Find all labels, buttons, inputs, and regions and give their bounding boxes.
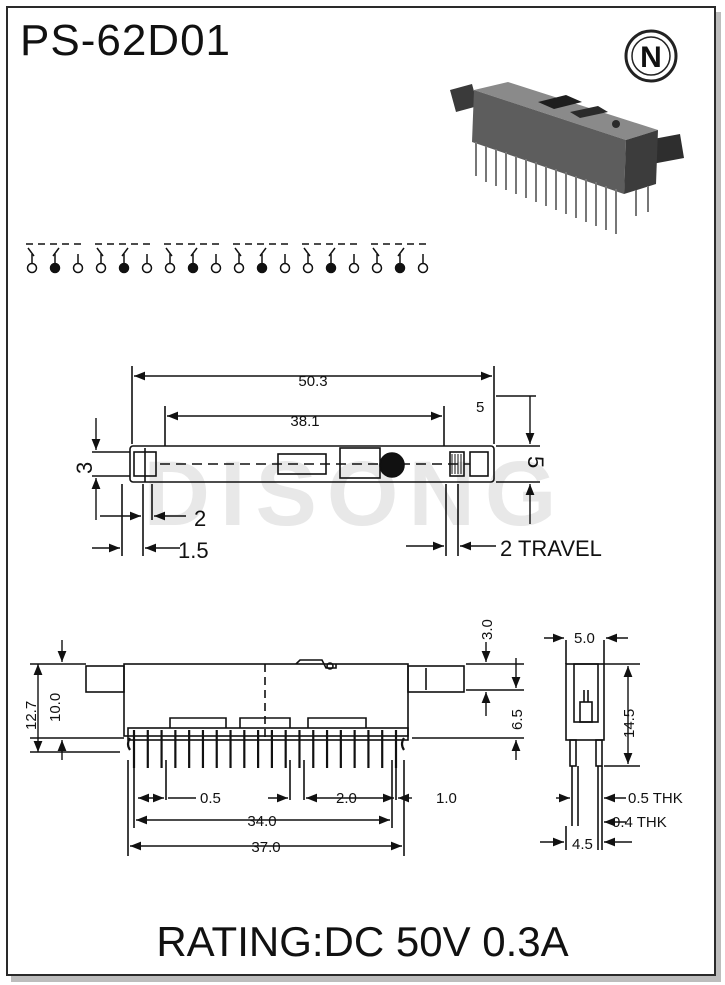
dim-overall-length: 50.3	[298, 373, 327, 390]
contact-schematic	[26, 243, 429, 274]
switch-contact	[26, 262, 38, 274]
contact-arm	[96, 247, 129, 257]
switch-contact	[72, 262, 84, 274]
dim-pitch-small: 2	[194, 506, 206, 531]
common-contact	[49, 262, 61, 274]
switch-contact	[141, 262, 153, 274]
common-contact	[325, 262, 337, 274]
dim-travel: 2 TRAVEL	[500, 536, 602, 561]
switch-contact	[210, 262, 222, 274]
dim-pin-span-top: 38.1	[290, 413, 319, 430]
common-contact	[187, 262, 199, 274]
dim-pin-span: 34.0	[247, 813, 276, 830]
contact-arm	[27, 247, 60, 257]
side-view-dimensions	[540, 633, 633, 847]
dim-overall-height: 12.7	[23, 701, 40, 730]
dim-thickness-1: 0.5 THK	[628, 790, 683, 807]
dim-pin-pitch: 2.0	[336, 790, 357, 807]
part-number-title: PS-62D01	[20, 16, 232, 65]
front-view-pins	[126, 730, 405, 768]
dim-pin-length: 6.5	[509, 709, 526, 730]
switch-contact	[348, 262, 360, 274]
dim-body-height: 10.0	[47, 693, 64, 722]
contact-arm	[165, 247, 198, 257]
dim-side-width: 5.0	[574, 630, 595, 647]
dim-pin-width: 0.5	[200, 790, 221, 807]
contact-arm	[234, 247, 267, 257]
front-view-dimensions	[33, 640, 521, 851]
common-contact	[394, 262, 406, 274]
dim-side-height: 14.5	[621, 709, 638, 738]
watermark-text: DISONG	[144, 443, 567, 545]
common-contact	[256, 262, 268, 274]
contact-arm	[372, 247, 405, 257]
dim-height-left: 3	[72, 462, 97, 474]
dim-top-gap: 3.0	[479, 619, 496, 640]
product-photo	[450, 82, 684, 234]
rating-label: RATING:DC 50V 0.3A	[156, 918, 569, 965]
side-view	[565, 640, 640, 850]
dim-overall-width: 37.0	[251, 839, 280, 856]
top-view-dimensions	[91, 371, 536, 553]
mounting-hook	[126, 737, 131, 751]
switch-contact	[95, 262, 107, 274]
switch-contact	[164, 262, 176, 274]
switch-contact	[371, 262, 383, 274]
front-view	[30, 659, 524, 856]
switch-contact	[279, 262, 291, 274]
logo-letter: N	[640, 41, 662, 74]
dim-height-right: 5	[523, 456, 548, 468]
mounting-hook	[400, 737, 405, 751]
dim-edge-offset: 1.5	[178, 538, 209, 563]
brand-logo: N	[624, 29, 678, 83]
switch-contact	[233, 262, 245, 274]
dim-right-offset: 5	[476, 399, 484, 416]
dim-pin-offset: 1.0	[436, 790, 457, 807]
switch-contact	[417, 262, 429, 274]
dim-thickness-2: 0.4 THK	[612, 814, 667, 831]
switch-contact	[302, 262, 314, 274]
common-contact	[118, 262, 130, 274]
dim-base-width: 4.5	[572, 836, 593, 853]
contact-arm	[303, 247, 336, 257]
top-view	[92, 366, 540, 556]
